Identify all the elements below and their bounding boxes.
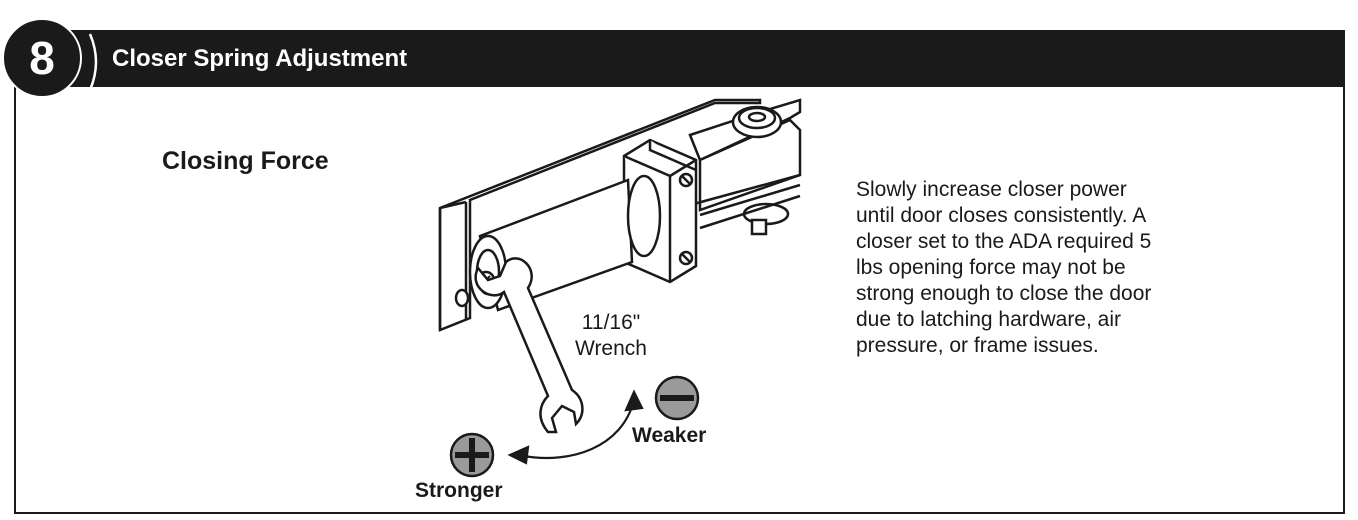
instruction-line: strong enough to close the door — [856, 282, 1152, 305]
instruction-text: Slowly increase closer power until door … — [856, 177, 1216, 359]
weaker-label: Weaker — [632, 424, 707, 447]
closer-arm — [688, 98, 802, 236]
stronger-label: Stronger — [415, 479, 503, 502]
minus-icon — [654, 375, 700, 421]
adjustment-arrow-icon — [507, 389, 644, 465]
wrench-word: Wrench — [575, 337, 647, 360]
instruction-line: closer set to the ADA required 5 — [856, 230, 1152, 253]
section-title: Closing Force — [162, 147, 329, 175]
instruction-line: lbs opening force may not be — [856, 256, 1126, 279]
mounting-plate — [438, 98, 762, 332]
step-number-badge: 8 — [2, 18, 82, 98]
wrench-size-label: 11/16" Wrench — [556, 310, 666, 362]
plus-icon — [449, 432, 495, 478]
instruction-line: until door closes consistently. A — [856, 204, 1147, 227]
instruction-line: Slowly increase closer power — [856, 178, 1127, 201]
wrench-icon — [474, 257, 584, 434]
instruction-line: pressure, or frame issues. — [856, 334, 1099, 357]
wrench-size: 11/16" — [581, 311, 641, 334]
step-title: Closer Spring Adjustment — [112, 45, 408, 72]
instruction-line: due to latching hardware, air — [856, 308, 1121, 331]
step-header-bar — [14, 30, 1345, 87]
header-bracket-icon — [88, 33, 98, 91]
